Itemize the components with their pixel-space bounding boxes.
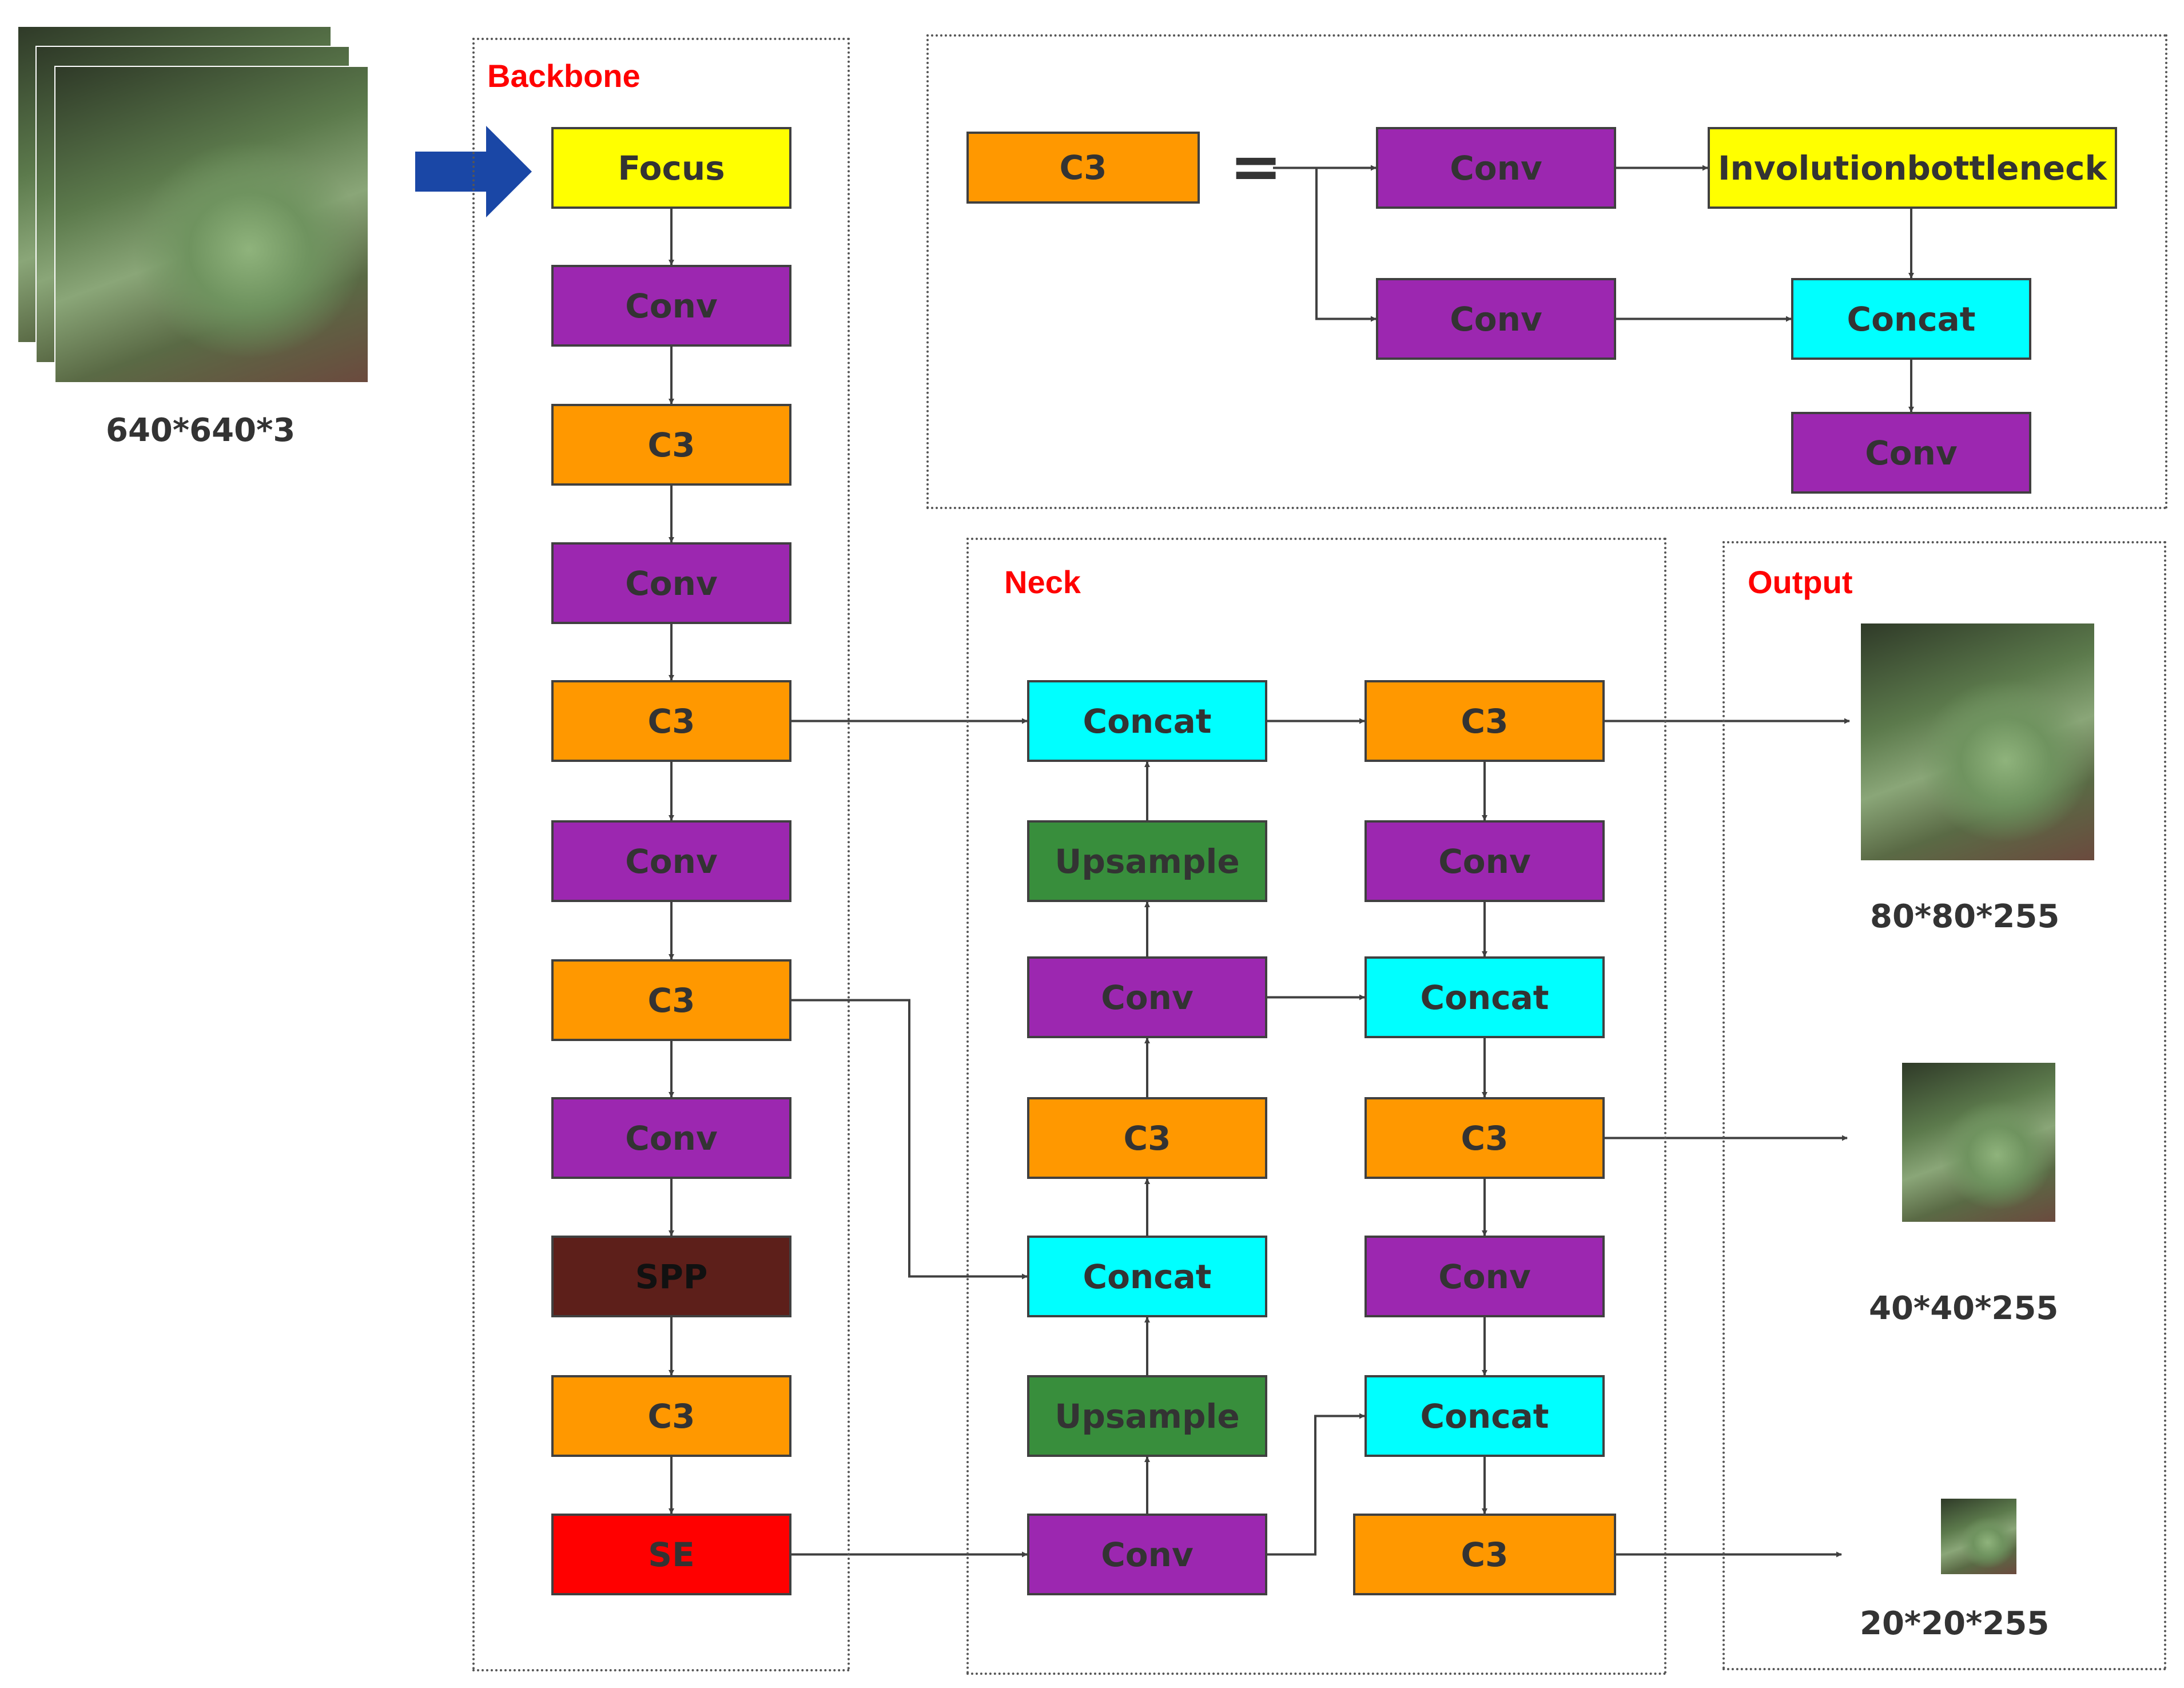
neck-left-block-concat: Concat [1027, 680, 1267, 762]
backbone-title: Backbone [487, 58, 641, 94]
neck-right-block-concat: Concat [1364, 1375, 1605, 1457]
backbone-block-c3: C3 [551, 1375, 791, 1457]
neck-title: Neck [1004, 564, 1081, 600]
backbone-block-c3: C3 [551, 959, 791, 1041]
backbone-block-c3: C3 [551, 680, 791, 762]
neck-left-block-conv: Conv [1027, 956, 1267, 1038]
c3-definition-block: C3 [966, 132, 1200, 204]
neck-left-block-c3: C3 [1027, 1097, 1267, 1179]
backbone-block-conv: Conv [551, 265, 791, 347]
neck-left-block-upsample: Upsample [1027, 820, 1267, 902]
c3-split-to-conv-bottom [1315, 168, 1377, 322]
neck-left-block-upsample: Upsample [1027, 1375, 1267, 1457]
backbone-region [472, 38, 850, 1671]
backbone-block-se: SE [551, 1514, 791, 1595]
neck-left-block-concat: Concat [1027, 1236, 1267, 1317]
output-label-large: 80*80*255 [1870, 898, 2060, 935]
neck-region [966, 538, 1666, 1675]
output-photo-small [1940, 1498, 2018, 1575]
equals-sign: = [1230, 130, 1283, 203]
input-photo-front [54, 66, 369, 383]
neck-right-block-conv: Conv [1364, 820, 1605, 902]
output-label-medium: 40*40*255 [1869, 1290, 2059, 1327]
c3-conv-output-block: Conv [1791, 412, 2031, 494]
neck-left-block-conv: Conv [1027, 1514, 1267, 1595]
output-label-small: 20*20*255 [1860, 1605, 2050, 1642]
c3-conv-top-block: Conv [1376, 127, 1616, 209]
backbone-block-conv: Conv [551, 820, 791, 902]
c3-concat-block: Concat [1791, 278, 2031, 360]
output-photo-large [1860, 622, 2095, 861]
output-region [1722, 541, 2166, 1670]
c3-conv-bottom-block: Conv [1376, 278, 1616, 360]
neck-conv-to-concat-bottom [1267, 1413, 1365, 1556]
backbone-block-focus: Focus [551, 127, 791, 209]
output-title: Output [1748, 564, 1853, 600]
neck-right-block-c3: C3 [1353, 1514, 1616, 1595]
neck-right-block-concat: Concat [1364, 956, 1605, 1038]
backbone-block-c3: C3 [551, 404, 791, 486]
neck-right-block-c3: C3 [1364, 680, 1605, 762]
involution-bottleneck-block: Involutionbottleneck [1708, 127, 2117, 209]
neck-right-block-conv: Conv [1364, 1236, 1605, 1317]
backbone-block-conv: Conv [551, 1097, 791, 1179]
neck-right-block-c3: C3 [1364, 1097, 1605, 1179]
backbone-block-conv: Conv [551, 542, 791, 624]
backbone-block-spp: SPP [551, 1236, 791, 1317]
output-photo-medium [1901, 1062, 2056, 1223]
connector-arrows [669, 165, 1914, 1558]
input-size-label: 640*640*3 [106, 412, 296, 449]
c3-detail-region [926, 34, 2167, 509]
